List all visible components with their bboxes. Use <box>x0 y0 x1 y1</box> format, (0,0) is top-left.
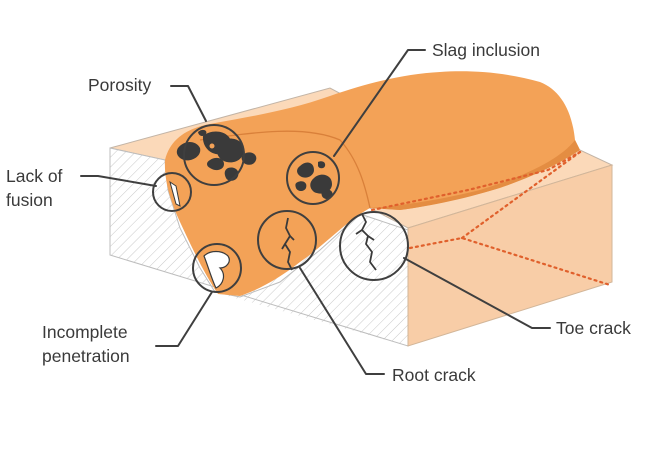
slag-inclusion-highlight-circle <box>286 151 340 205</box>
weld-bead-face-line <box>199 130 371 209</box>
porosity-highlight-circle <box>183 124 245 186</box>
toe-crack-defect <box>355 213 377 271</box>
root-crack-highlight-circle <box>257 210 317 270</box>
root-crack-leader-line <box>299 267 385 375</box>
incomplete-penetration-leader-line <box>155 291 213 347</box>
root-crack-label: Root crack <box>392 365 476 385</box>
toe-crack-leader-line <box>403 257 551 329</box>
toe-crack-label: Toe crack <box>556 318 631 338</box>
lack-of-fusion-label-line2: fusion <box>6 190 53 210</box>
lack-of-fusion-highlight-circle <box>152 172 192 212</box>
incomplete-penetration-highlight-circle <box>192 243 242 293</box>
plate-front-face <box>407 164 613 347</box>
weld-bead <box>164 71 581 296</box>
lack-of-fusion-label-line1: Lack of <box>6 166 63 186</box>
root-crack-defect <box>281 217 295 271</box>
incomplete-penetration-label-line2: penetration <box>42 346 130 366</box>
incomplete-penetration-defect <box>203 250 230 289</box>
lack-of-fusion-leader-line <box>80 175 157 187</box>
dotted-lines <box>370 150 612 287</box>
lack-of-fusion-defect <box>169 180 181 207</box>
slag-inclusion-defect <box>295 161 333 199</box>
porosity-label: Porosity <box>88 75 151 95</box>
toe-crack-highlight-circle <box>339 211 409 281</box>
slag-inclusion-label: Slag inclusion <box>432 40 540 60</box>
incomplete-penetration-label-line1: Incomplete <box>42 322 128 342</box>
porosity-leader-line <box>170 85 207 122</box>
slag-inclusion-leader-line <box>333 49 426 157</box>
